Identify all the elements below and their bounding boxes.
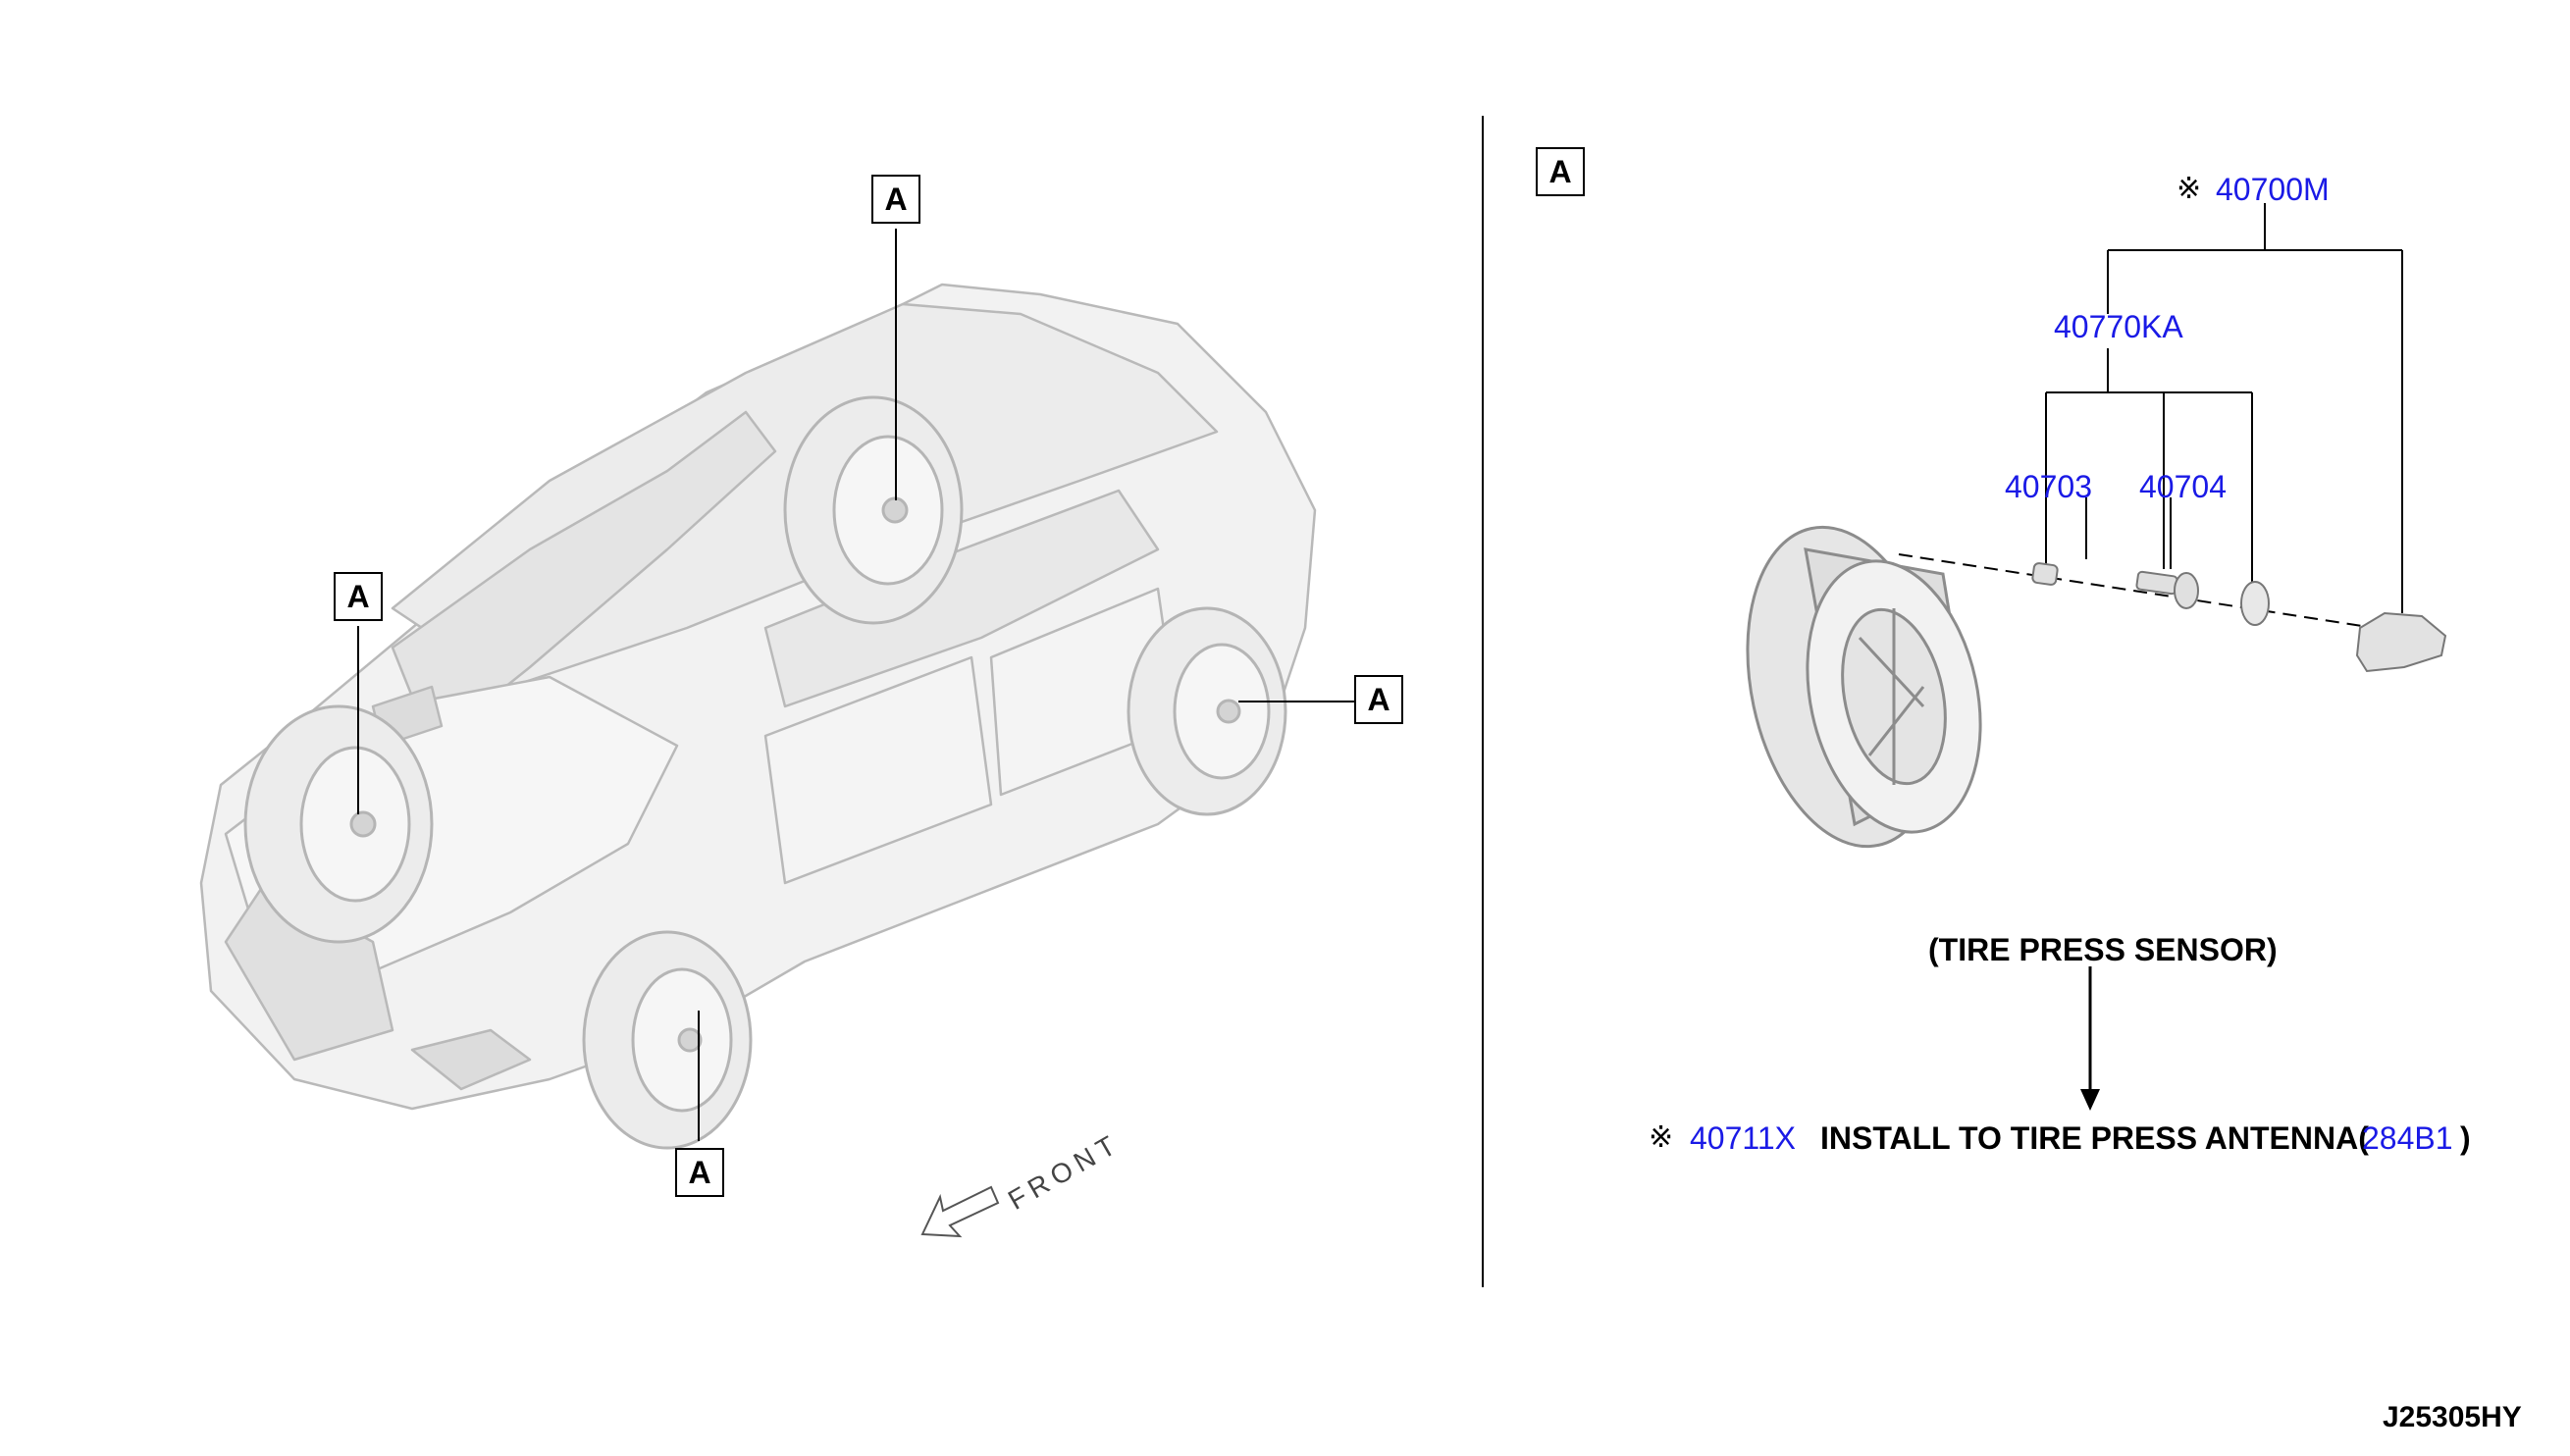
wheel-front-left (243, 704, 434, 944)
install-note-text: INSTALL TO TIRE PRESS ANTENNA( (1820, 1120, 2369, 1156)
wheel-front-right (582, 930, 753, 1150)
reference-mark: ※ (2177, 173, 2202, 205)
part-40711X[interactable]: 40711X (1690, 1120, 1796, 1156)
drawing-number: J25305HY (2383, 1401, 2522, 1433)
part-40770KA[interactable]: 40770KA (2054, 309, 2183, 344)
callout-a-rear-right-wheel[interactable]: A (1354, 675, 1403, 724)
wheel-rear-right (1127, 606, 1287, 816)
sensor-body (2355, 611, 2447, 673)
wheel-spare (783, 395, 964, 625)
wheel-rim (1746, 525, 1982, 849)
valve-stem (2135, 570, 2199, 609)
part-40703[interactable]: 40703 (2005, 469, 2092, 504)
install-note-close-paren: ) (2460, 1120, 2471, 1156)
tire-press-sensor-label: (TIRE PRESS SENSOR) (1928, 932, 2278, 967)
callout-a-front-left-wheel[interactable]: A (334, 572, 383, 621)
assembly-axis (1898, 553, 2376, 629)
part-40704[interactable]: 40704 (2139, 469, 2227, 504)
front-arrow (920, 1185, 1000, 1238)
valve-cap (2031, 562, 2059, 586)
part-tree-lines (2045, 203, 2403, 613)
reference-mark-install: ※ (1649, 1121, 1674, 1154)
callout-leaders (357, 229, 1354, 1141)
part-284B1[interactable]: 284B1 (2362, 1120, 2453, 1156)
grommet (2240, 581, 2270, 626)
part-40700M[interactable]: 40700M (2216, 172, 2330, 207)
detail-view-label: A (1536, 147, 1585, 196)
callout-a-spare-wheel[interactable]: A (871, 175, 920, 224)
callout-a-front-right-wheel[interactable]: A (675, 1148, 724, 1197)
flow-arrow (2080, 966, 2100, 1111)
